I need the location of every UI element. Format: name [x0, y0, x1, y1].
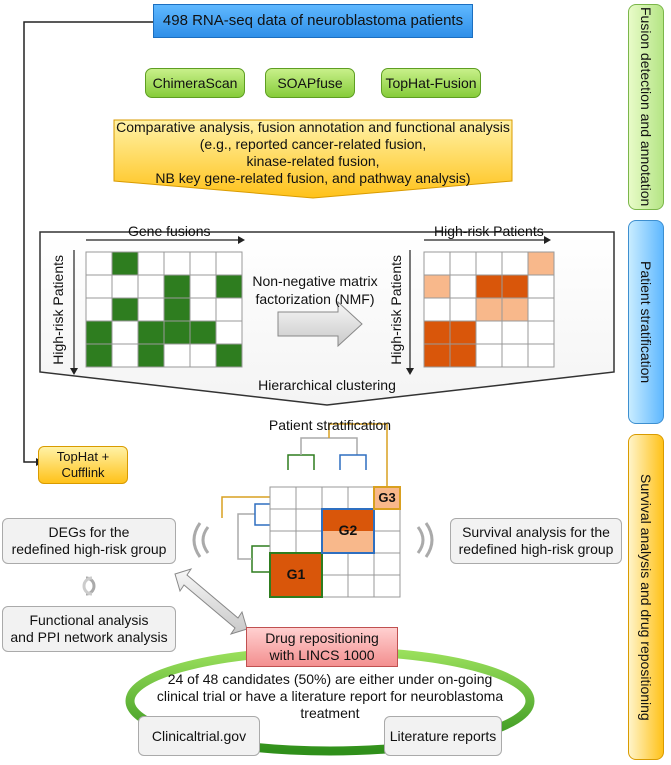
- left-patient-label: High-risk Patients: [50, 255, 66, 365]
- comparative-line-2: (e.g., reported cancer-related fusion,: [199, 136, 427, 153]
- drug-result-text: 24 of 48 candidates (50%) are either und…: [140, 671, 520, 721]
- right-side-label-wrap: High-risk Patients: [386, 250, 406, 370]
- tophat-line-1: TopHat +: [56, 449, 110, 465]
- gene-fusions-label: Gene fusions: [128, 223, 211, 239]
- degs-box: DEGs for the redefined high-risk group: [2, 518, 176, 564]
- hierarchical-clustering-label: Hierarchical clustering: [258, 377, 396, 393]
- functional-line-1: Functional analysis: [29, 612, 149, 629]
- comparative-line-3: kinase-related fusion,: [246, 153, 380, 169]
- right-top-arrowhead: [544, 236, 551, 244]
- side-patient-label: Patient stratification: [638, 260, 654, 384]
- g2-cluster-light: [322, 531, 374, 553]
- left-fusion-matrix: [85, 251, 243, 368]
- left-patient-arrowhead: [70, 368, 78, 375]
- cycle-icon-right: [82, 576, 93, 596]
- comparative-line-4: NB key gene-related fusion, and pathway …: [155, 169, 471, 186]
- functional-analysis-box: Functional analysis and PPI network anal…: [2, 606, 176, 652]
- literature-reports-box: Literature reports: [384, 716, 502, 756]
- tophat-line-2: Cufflink: [61, 465, 105, 480]
- drug-line-1: Drug repositioning: [265, 630, 379, 647]
- g3-cluster: [373, 486, 401, 510]
- side-survival-drug: Survival analysis and drug repositioning: [628, 434, 664, 760]
- nmf-line-2: factorization (NMF): [255, 291, 375, 308]
- g3-label: G3: [378, 490, 396, 505]
- right-patient-arrowhead: [406, 368, 414, 375]
- nmf-line-1: Non-negative matrix: [252, 273, 378, 289]
- comparative-line-1: Comparative analysis, fusion annotation …: [116, 119, 510, 136]
- result-line-2: clinical trial or have a literature repo…: [156, 687, 504, 704]
- degs-line-1: DEGs for the: [48, 524, 130, 541]
- g2-cluster-border: [321, 508, 375, 554]
- side-survival-label: Survival analysis and drug repositioning: [638, 473, 654, 721]
- rna-seq-data-box: 498 RNA-seq data of neuroblastoma patien…: [153, 4, 473, 38]
- soapfuse-box: SOAPfuse: [265, 68, 355, 98]
- tophat-fusion-box: TopHat-Fusion: [381, 68, 481, 98]
- tophat-cufflink-box: TopHat + Cufflink: [38, 446, 128, 484]
- gene-fusions-arrowhead: [238, 236, 245, 244]
- clinicaltrial-box: Clinicaltrial.gov: [138, 716, 260, 756]
- degs-line-2: redefined high-risk group: [11, 541, 167, 557]
- right-bracket-arcs: [416, 522, 434, 558]
- result-line-3: treatment: [300, 704, 360, 721]
- side-patient-stratification: Patient stratification: [628, 220, 664, 424]
- g2-label: G2: [338, 522, 358, 538]
- connector-line: [23, 21, 153, 463]
- g1-label: G1: [286, 566, 306, 582]
- right-nmf-matrix: [423, 251, 555, 368]
- double-arrow: [174, 568, 248, 635]
- g1-cluster: [269, 552, 323, 598]
- chimerascan-box: ChimeraScan: [145, 68, 245, 98]
- drug-repositioning-box: Drug repositioning with LINCS 1000: [246, 627, 398, 667]
- survival-line-2: redefined high-risk group: [458, 541, 614, 557]
- nmf-arrow: [277, 300, 363, 348]
- functional-line-2: and PPI network analysis: [10, 629, 168, 645]
- stratification-dendrogram: [221, 423, 388, 573]
- right-top-label: High-risk Patients: [434, 223, 544, 239]
- survival-line-1: Survival analysis for the: [462, 524, 610, 541]
- drug-line-2: with LINCS 1000: [269, 647, 375, 663]
- comparative-box-shape: [113, 119, 513, 199]
- side-fusion-label: Fusion detection and annotation: [638, 7, 654, 207]
- result-line-1: 24 of 48 candidates (50%) are either und…: [167, 671, 493, 687]
- survival-analysis-box: Survival analysis for the redefined high…: [450, 518, 622, 564]
- patient-stratification-title: Patient stratification: [268, 417, 392, 433]
- left-side-label-wrap: High-risk Patients: [48, 250, 68, 370]
- g2-cluster-dark: [322, 509, 374, 531]
- stratification-matrix: [269, 486, 401, 598]
- comparative-analysis-text: Comparative analysis, fusion annotation …: [113, 119, 513, 186]
- nmf-label: Non-negative matrix factorization (NMF): [250, 272, 380, 308]
- right-patient-label: High-risk Patients: [388, 255, 404, 365]
- left-bracket-arcs: [192, 522, 210, 558]
- side-fusion-detection: Fusion detection and annotation: [628, 4, 664, 210]
